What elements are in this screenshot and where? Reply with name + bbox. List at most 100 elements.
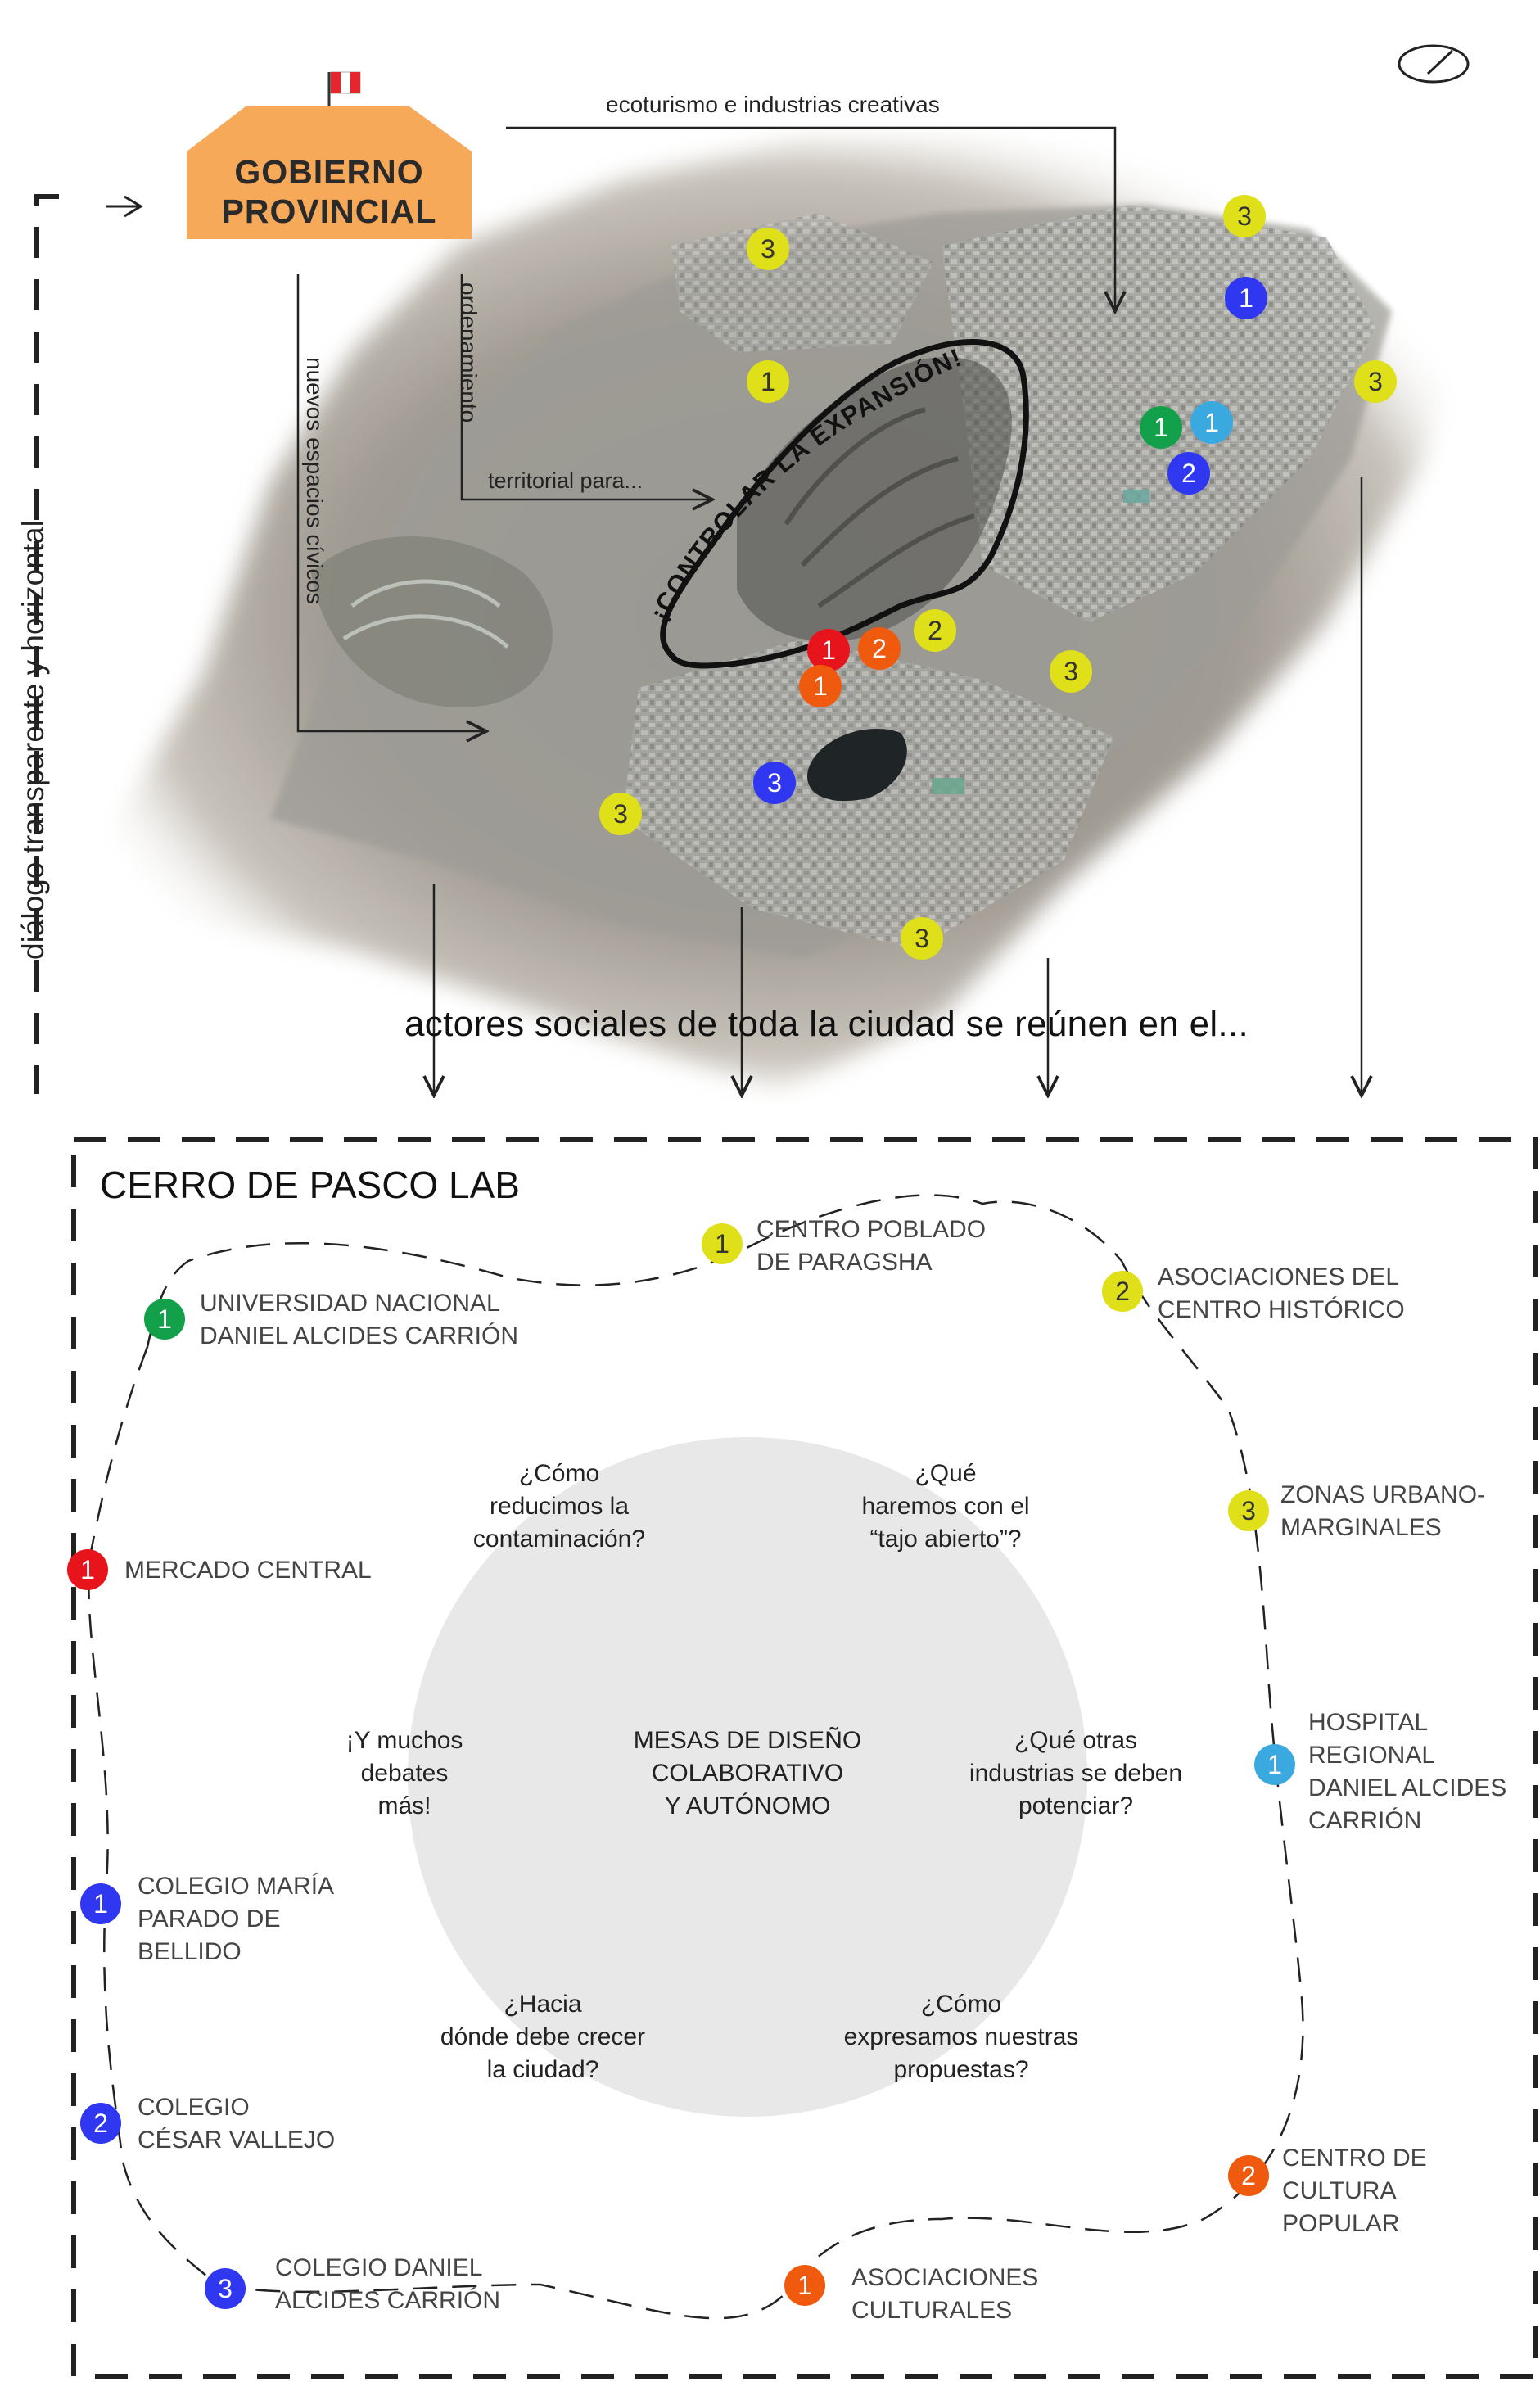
question-line: ¿Qué otras <box>1014 1727 1138 1754</box>
map-marker: 3 <box>747 228 789 270</box>
question-line: expresamos nuestras <box>843 2023 1079 2050</box>
actor-number-badge: 3 <box>205 2268 246 2309</box>
question-line: “tajo abierto”? <box>869 1525 1022 1553</box>
actor-number-badge: 2 <box>1102 1271 1143 1312</box>
center-label-line: MESAS DE DISEÑO <box>633 1727 862 1754</box>
question: ¿Cómo expresamos nuestras propuestas? <box>830 1988 1092 2086</box>
map-marker: 2 <box>1167 452 1210 495</box>
map-marker: 3 <box>901 917 943 960</box>
question: ¡Y muchos debates más! <box>298 1724 511 1823</box>
map-marker: 1 <box>807 629 850 671</box>
actors-loop <box>88 1194 1304 2320</box>
actor-label: Zonas urbano-marginales <box>1280 1479 1485 1544</box>
question-line: dónde debe crecer <box>440 2023 646 2050</box>
government-building-icon <box>187 71 472 239</box>
question-line: potenciar? <box>1018 1792 1134 1819</box>
government-title-line1: GOBIERNO <box>234 153 424 191</box>
actor-label-line: cultura <box>1282 2177 1397 2204</box>
lab-title: CERRO DE PASCO LAB <box>100 1164 520 1206</box>
actor-label-line: Mercado Central <box>124 1557 372 1584</box>
design-tables-circle <box>408 1437 1087 2117</box>
tagline: actores sociales de toda la ciudad se re… <box>404 1004 1249 1044</box>
actor-label-line: Hospital <box>1308 1709 1429 1736</box>
actor-number-badge: 1 <box>702 1223 743 1264</box>
actor-label-line: Centro poblado <box>756 1216 987 1243</box>
map-marker: 1 <box>747 360 789 403</box>
actor-label-line: Daniel Alcides <box>1308 1774 1507 1801</box>
actor-label-line: Centro de <box>1282 2145 1427 2172</box>
question: ¿Hacia dónde debe crecer la ciudad? <box>420 1988 666 2086</box>
actor-label-line: Asociaciones del <box>1158 1263 1400 1290</box>
lake <box>806 729 907 802</box>
urban-area-north <box>671 213 933 352</box>
aerial-map <box>90 139 1474 1089</box>
actor-label-line: Asociaciones <box>851 2264 1039 2291</box>
label-nuevos-espacios: nuevos espacios cívicos <box>302 357 327 604</box>
map-marker: 1 <box>1225 277 1267 319</box>
label-territorial: territorial para... <box>488 468 644 493</box>
label-dialogo: diálogo transparente y horizontal <box>16 520 50 960</box>
question-line: haremos con el <box>861 1493 1030 1520</box>
actor-label-line: Colegio Daniel <box>275 2254 483 2281</box>
actor-label-line: Bellido <box>138 1938 242 1965</box>
actor-number-badge: 1 <box>144 1299 185 1340</box>
map-marker: 3 <box>1050 650 1092 693</box>
actor-label: Universidad NacionalDaniel Alcides Carri… <box>200 1287 518 1353</box>
question-line: ¿Cómo <box>920 1991 1002 2018</box>
actor-label-line: Zonas urbano- <box>1280 1481 1486 1508</box>
lab-frame <box>71 1137 1538 2379</box>
arrow-nuevos-espacios <box>296 274 486 731</box>
map-marker: 3 <box>753 762 796 804</box>
actor-number-badge: 1 <box>1254 1744 1295 1785</box>
question: ¿Qué otras industrias se deben potenciar? <box>937 1724 1215 1823</box>
dashed-frame-left <box>34 194 59 1094</box>
question-line: la ciudad? <box>486 2056 599 2083</box>
actor-label-line: Daniel Alcides Carrión <box>200 1322 518 1349</box>
actor-label-line: Alcides Carrión <box>275 2287 501 2314</box>
map-marker: 2 <box>858 627 901 670</box>
question-line: ¿Hacia <box>504 1991 582 2018</box>
actor-label: Mercado Central <box>124 1554 372 1587</box>
question-line: ¡Y muchos <box>345 1727 463 1754</box>
actor-number-badge: 3 <box>1228 1490 1269 1531</box>
map-marker: 3 <box>1223 195 1266 237</box>
actor-number-badge: 2 <box>1228 2155 1269 2196</box>
actor-label-line: Universidad Nacional <box>200 1290 500 1317</box>
map-marker: 1 <box>1190 401 1233 444</box>
actor-number-badge: 1 <box>784 2265 825 2306</box>
question-line: industrias se deben <box>969 1760 1183 1787</box>
actor-number-badge: 1 <box>80 1883 121 1924</box>
map-marker: 3 <box>599 793 642 835</box>
actor-label: Centro deculturapopular <box>1282 2142 1427 2240</box>
actor-label: Colegio MaríaParado de Bellido <box>138 1870 334 1968</box>
actor-number-badge: 2 <box>80 2103 121 2144</box>
tailings-basin <box>311 536 553 707</box>
question-line: más! <box>377 1792 431 1819</box>
actor-label-line: Parado de <box>138 1905 281 1932</box>
actor-label-line: de Paragsha <box>756 1249 933 1276</box>
question-line: contaminación? <box>472 1525 646 1553</box>
question-line: debates <box>360 1760 449 1787</box>
actor-label-line: Colegio <box>138 2094 250 2121</box>
map-marker: 1 <box>799 665 842 707</box>
actor-label-line: Regional <box>1308 1742 1436 1769</box>
arrow-ecoturismo <box>506 126 1115 311</box>
arrow-ordenamiento <box>460 274 712 499</box>
actor-label: HospitalRegionalDaniel AlcidesCarrión <box>1308 1706 1506 1837</box>
actor-label: ColegioCésar Vallejo <box>138 2091 335 2157</box>
actor-label-line: Colegio María <box>138 1873 335 1900</box>
actor-label-line: centro histórico <box>1158 1296 1405 1323</box>
question-line: propuestas? <box>893 2056 1029 2083</box>
map-marker: 2 <box>914 609 956 652</box>
actor-label-line: marginales <box>1280 1514 1442 1541</box>
actor-label-line: Carrión <box>1308 1807 1422 1834</box>
actor-label: Asociaciones del centro histórico <box>1158 1261 1405 1327</box>
label-ecoturismo: ecoturismo e industrias creativas <box>606 92 940 117</box>
north-compass-icon <box>1398 44 1470 84</box>
question-line: ¿Qué <box>915 1460 977 1487</box>
government-title: GOBIERNO PROVINCIAL <box>187 146 472 237</box>
actor-label: Centro poblado de Paragsha <box>756 1214 986 1279</box>
